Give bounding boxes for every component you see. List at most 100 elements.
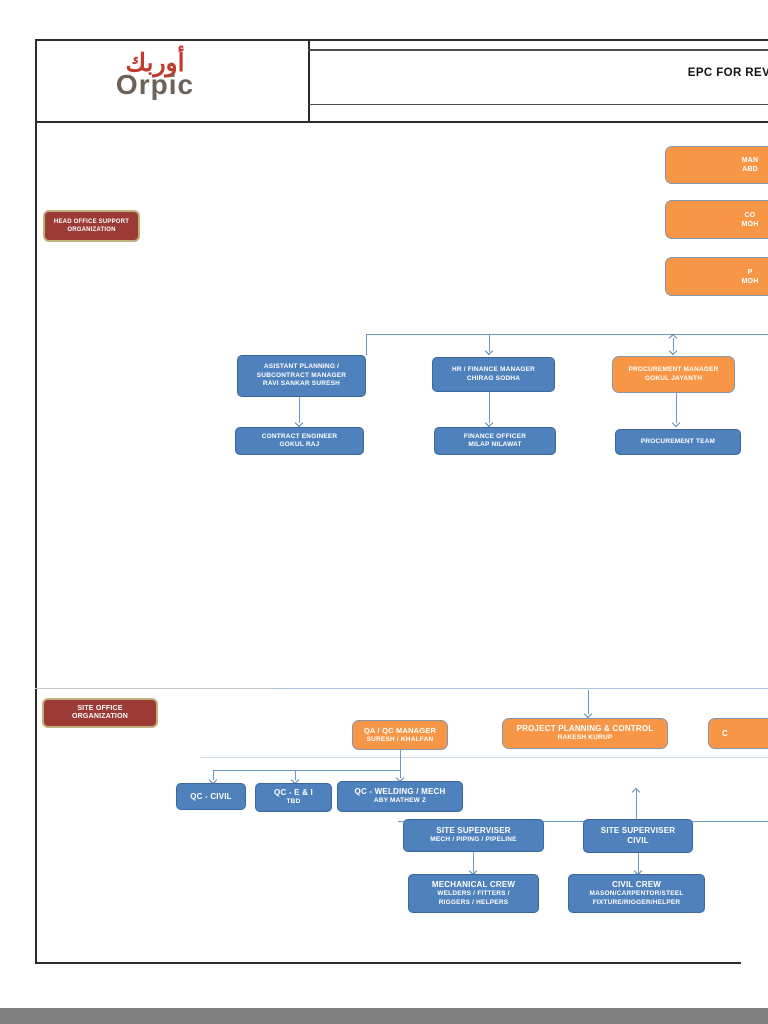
org-box-qa-qc-manager: QA / QC MANAGER SURESH / KHALFAN [352, 720, 448, 750]
connector-line [636, 790, 637, 821]
connector-line [676, 393, 677, 423]
org-box-cutoff-2: CO MOH [665, 200, 768, 239]
title-cell-line-top [308, 49, 768, 51]
connector-line [673, 338, 674, 351]
org-box-line: FINANCE OFFICER [463, 432, 527, 440]
org-box-qc-e-i: QC - E & I TBD [255, 783, 332, 812]
arrow-down-icon [668, 346, 678, 356]
arrow-down-icon [484, 346, 494, 356]
org-box-line: SUBCONTRACT MANAGER [256, 371, 347, 379]
arrow-up-icon [668, 333, 678, 343]
org-box-line: GOKUL JAYANTH [644, 374, 703, 382]
org-box-line: FIXTURE/RIGGER/HELPER [592, 898, 681, 906]
org-box-site-superviser-mech: SITE SUPERVISER MECH / PIPING / PIPELINE [403, 819, 544, 852]
page-bottom-border [35, 962, 741, 964]
connector-line [489, 392, 490, 423]
section-divider-line [35, 688, 273, 689]
page-left-border [35, 39, 37, 963]
connector-line [295, 770, 296, 780]
org-box-civil-crew: CIVIL CREW MASON/CARPENTOR/STEEL FIXTURE… [568, 874, 705, 913]
org-box-line: QC - E & I [274, 788, 313, 798]
label-line: ORGANIZATION [67, 227, 116, 233]
arrow-down-icon [671, 418, 681, 428]
org-box-procurement-team: PROCUREMENT TEAM [615, 429, 741, 455]
org-box-line: CIVIL CREW [612, 880, 661, 889]
org-box-cutoff-1: MAN ABD [665, 146, 768, 184]
org-box-line: RAKESH KURUP [557, 734, 613, 742]
org-box-hr-finance-manager: HR / FINANCE MANAGER CHIRAG SODHA [432, 357, 555, 392]
org-box-line: QC - CIVIL [190, 791, 232, 801]
org-box-line: SURESH / KHALFAN [366, 735, 434, 743]
chart1-label-head-office-support: HEAD OFFICE SUPPORT ORGANIZATION [43, 210, 140, 242]
arrow-down-icon [583, 709, 593, 719]
label-line: HEAD OFFICE SUPPORT [53, 218, 130, 225]
connector-line [213, 770, 401, 771]
org-box-line: SITE SUPERVISER [600, 826, 676, 835]
org-box-cutoff-4: C [708, 718, 768, 749]
org-box-mechanical-crew: MECHANICAL CREW WELDERS / FITTERS / RIGG… [408, 874, 539, 913]
org-box-line: MECH / PIPING / PIPELINE [430, 836, 517, 844]
arrow-up-icon [631, 787, 641, 797]
org-box-line: HR / FINANCE MANAGER [451, 366, 536, 373]
org-box-line: MECHANICAL CREW [431, 880, 516, 889]
row-guide-line [200, 757, 768, 758]
org-box-line: ABY MATHEW Z [373, 797, 427, 805]
document-title: EPC FOR REVA [687, 67, 768, 79]
org-box-line: MOH [741, 220, 759, 228]
org-box-line: QA / QC MANAGER [363, 725, 437, 735]
connector-line [213, 770, 214, 780]
connector-line [473, 852, 474, 874]
header-top-border [35, 39, 768, 41]
org-box-line: RAVI SANKAR SURESH [262, 380, 341, 388]
org-box-line: CHIRAG SODHA [466, 374, 521, 382]
logo-cell-divider [308, 39, 310, 123]
org-box-line: CIVIL [627, 836, 649, 845]
org-box-line: PROCUREMENT TEAM [640, 437, 716, 445]
org-box-line: QC - WELDING / MECH [354, 787, 446, 797]
connector-line [489, 334, 490, 352]
orpic-logo: أوربك Orpic [88, 49, 222, 99]
chart2-label-site-office: SITE OFFICE ORGANIZATION [42, 698, 158, 728]
org-box-line: RIGGERS / HELPERS [438, 898, 509, 906]
org-box-finance-officer: FINANCE OFFICER MILAP NILAWAT [434, 427, 556, 455]
org-box-line: MAN [741, 157, 759, 164]
connector-line [366, 334, 367, 355]
org-box-qc-civil: QC - CIVIL [176, 783, 246, 810]
connector-line [400, 750, 401, 770]
logo-arabic-text: أوربك [125, 49, 185, 77]
arrow-down-icon [294, 418, 304, 428]
connector-line [299, 397, 300, 423]
org-box-procurement-manager: PROCUREMENT MANAGER GOKUL JAYANTH [612, 356, 735, 393]
title-cell-line-mid [308, 104, 768, 105]
connector-line [366, 334, 768, 335]
org-box-project-planning-control: PROJECT PLANNING & CONTROL RAKESH KURUP [502, 718, 668, 749]
label-line: SITE OFFICE [77, 704, 123, 712]
org-box-line: ASISTANT PLANNING / [263, 363, 340, 371]
org-box-qc-welding-mech: QC - WELDING / MECH ABY MATHEW Z [337, 781, 463, 812]
org-box-line: TBD [286, 798, 301, 806]
header-bottom-border [35, 121, 768, 123]
connector-line [400, 770, 401, 778]
section-divider-line [273, 688, 768, 689]
org-box-line: SITE SUPERVISER [436, 826, 511, 836]
org-box-line: PROCUREMENT MANAGER [628, 366, 719, 373]
org-box-cutoff-3: P MOH [665, 257, 768, 296]
org-box-line: CONTRACT ENGINEER [261, 432, 338, 440]
org-box-site-superviser-civil: SITE SUPERVISER CIVIL [583, 819, 693, 853]
viewer-bottom-strip [0, 1008, 768, 1024]
org-box-line: MILAP NILAWAT [468, 441, 522, 448]
org-box-contract-engineer: CONTRACT ENGINEER GOKUL RAJ [235, 427, 364, 455]
connector-line [638, 853, 639, 874]
org-box-line: GOKUL RAJ [279, 441, 320, 448]
org-box-line: P [747, 268, 753, 276]
org-box-line: C [722, 728, 728, 738]
org-box-asistant-planning-subcontract-manager: ASISTANT PLANNING / SUBCONTRACT MANAGER … [237, 355, 366, 397]
org-box-line: CO [744, 211, 756, 219]
org-box-line: PROJECT PLANNING & CONTROL [516, 724, 654, 734]
org-box-line: MASON/CARPENTOR/STEEL [589, 890, 684, 897]
label-line: ORGANIZATION [72, 713, 128, 720]
arrow-down-icon [484, 418, 494, 428]
org-box-line: ABD [742, 166, 758, 173]
org-box-line: MOH [741, 277, 759, 285]
